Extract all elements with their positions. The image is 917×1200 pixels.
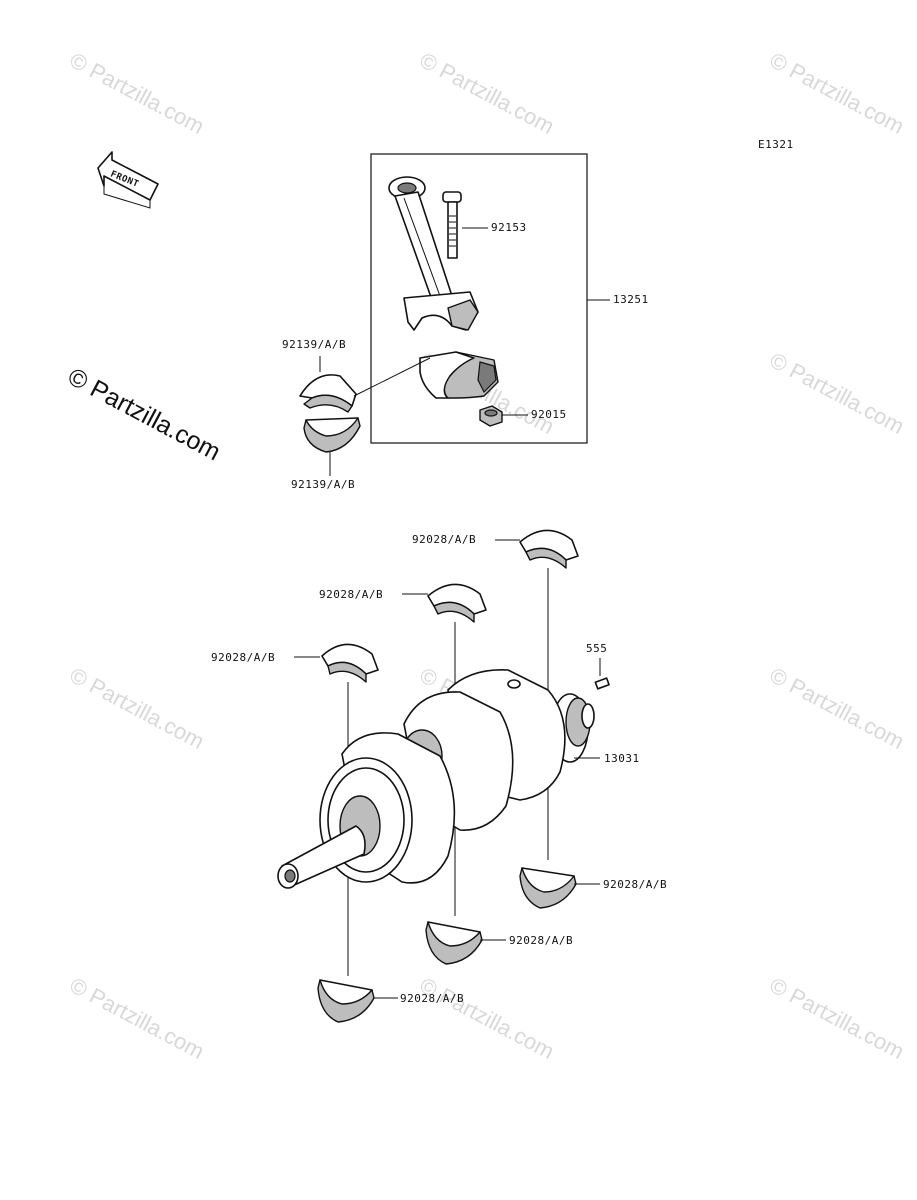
main-bearing-bottom-left xyxy=(317,979,375,1023)
conrod-cap xyxy=(419,351,499,399)
watermark-main: © Partzilla.com xyxy=(63,363,225,467)
label-92028-top-right: 92028/A/B xyxy=(412,533,476,546)
watermark: © Partzilla.com xyxy=(766,347,909,439)
diagram-code: E1321 xyxy=(758,138,794,151)
front-arrow-icon: FRONT xyxy=(97,151,159,209)
label-92139-lower: 92139/A/B xyxy=(291,478,355,491)
label-92028-bottom-right: 92028/A/B xyxy=(603,878,667,891)
crankshaft xyxy=(277,669,610,889)
conrod-bearing-lower xyxy=(303,417,361,453)
connecting-rod xyxy=(388,176,479,331)
label-13031: 13031 xyxy=(604,752,640,765)
label-92028-top-mid: 92028/A/B xyxy=(319,588,383,601)
label-92153: 92153 xyxy=(491,221,527,234)
watermark: © Partzilla.com xyxy=(766,662,909,754)
label-92028-top-left: 92028/A/B xyxy=(211,651,275,664)
watermark: © Partzilla.com xyxy=(66,972,209,1064)
conrod-nut xyxy=(479,405,503,427)
label-92028-bottom-mid: 92028/A/B xyxy=(509,934,573,947)
conrod-bolt xyxy=(442,191,462,259)
label-13251: 13251 xyxy=(613,293,649,306)
watermark: © Partzilla.com xyxy=(766,47,909,139)
watermarks: © Partzilla.com © Partzilla.com © Partzi… xyxy=(63,47,908,1064)
conrod-assembly-box xyxy=(370,153,588,444)
label-92139-upper: 92139/A/B xyxy=(282,338,346,351)
watermark: © Partzilla.com xyxy=(416,47,559,139)
main-bearing-top-right xyxy=(519,529,579,569)
watermark: © Partzilla.com xyxy=(766,972,909,1064)
main-bearing-bottom-right xyxy=(519,867,577,909)
label-555: 555 xyxy=(586,642,607,655)
label-92015: 92015 xyxy=(531,408,567,421)
label-92028-bottom-left: 92028/A/B xyxy=(400,992,464,1005)
main-bearing-top-mid xyxy=(427,583,487,623)
watermark: © Partzilla.com xyxy=(66,47,209,139)
watermark: © Partzilla.com xyxy=(416,972,559,1064)
main-bearing-top-left xyxy=(321,643,379,683)
conrod-bearing-upper xyxy=(299,374,357,413)
main-bearing-bottom-mid xyxy=(425,921,483,965)
watermark: © Partzilla.com xyxy=(66,662,209,754)
